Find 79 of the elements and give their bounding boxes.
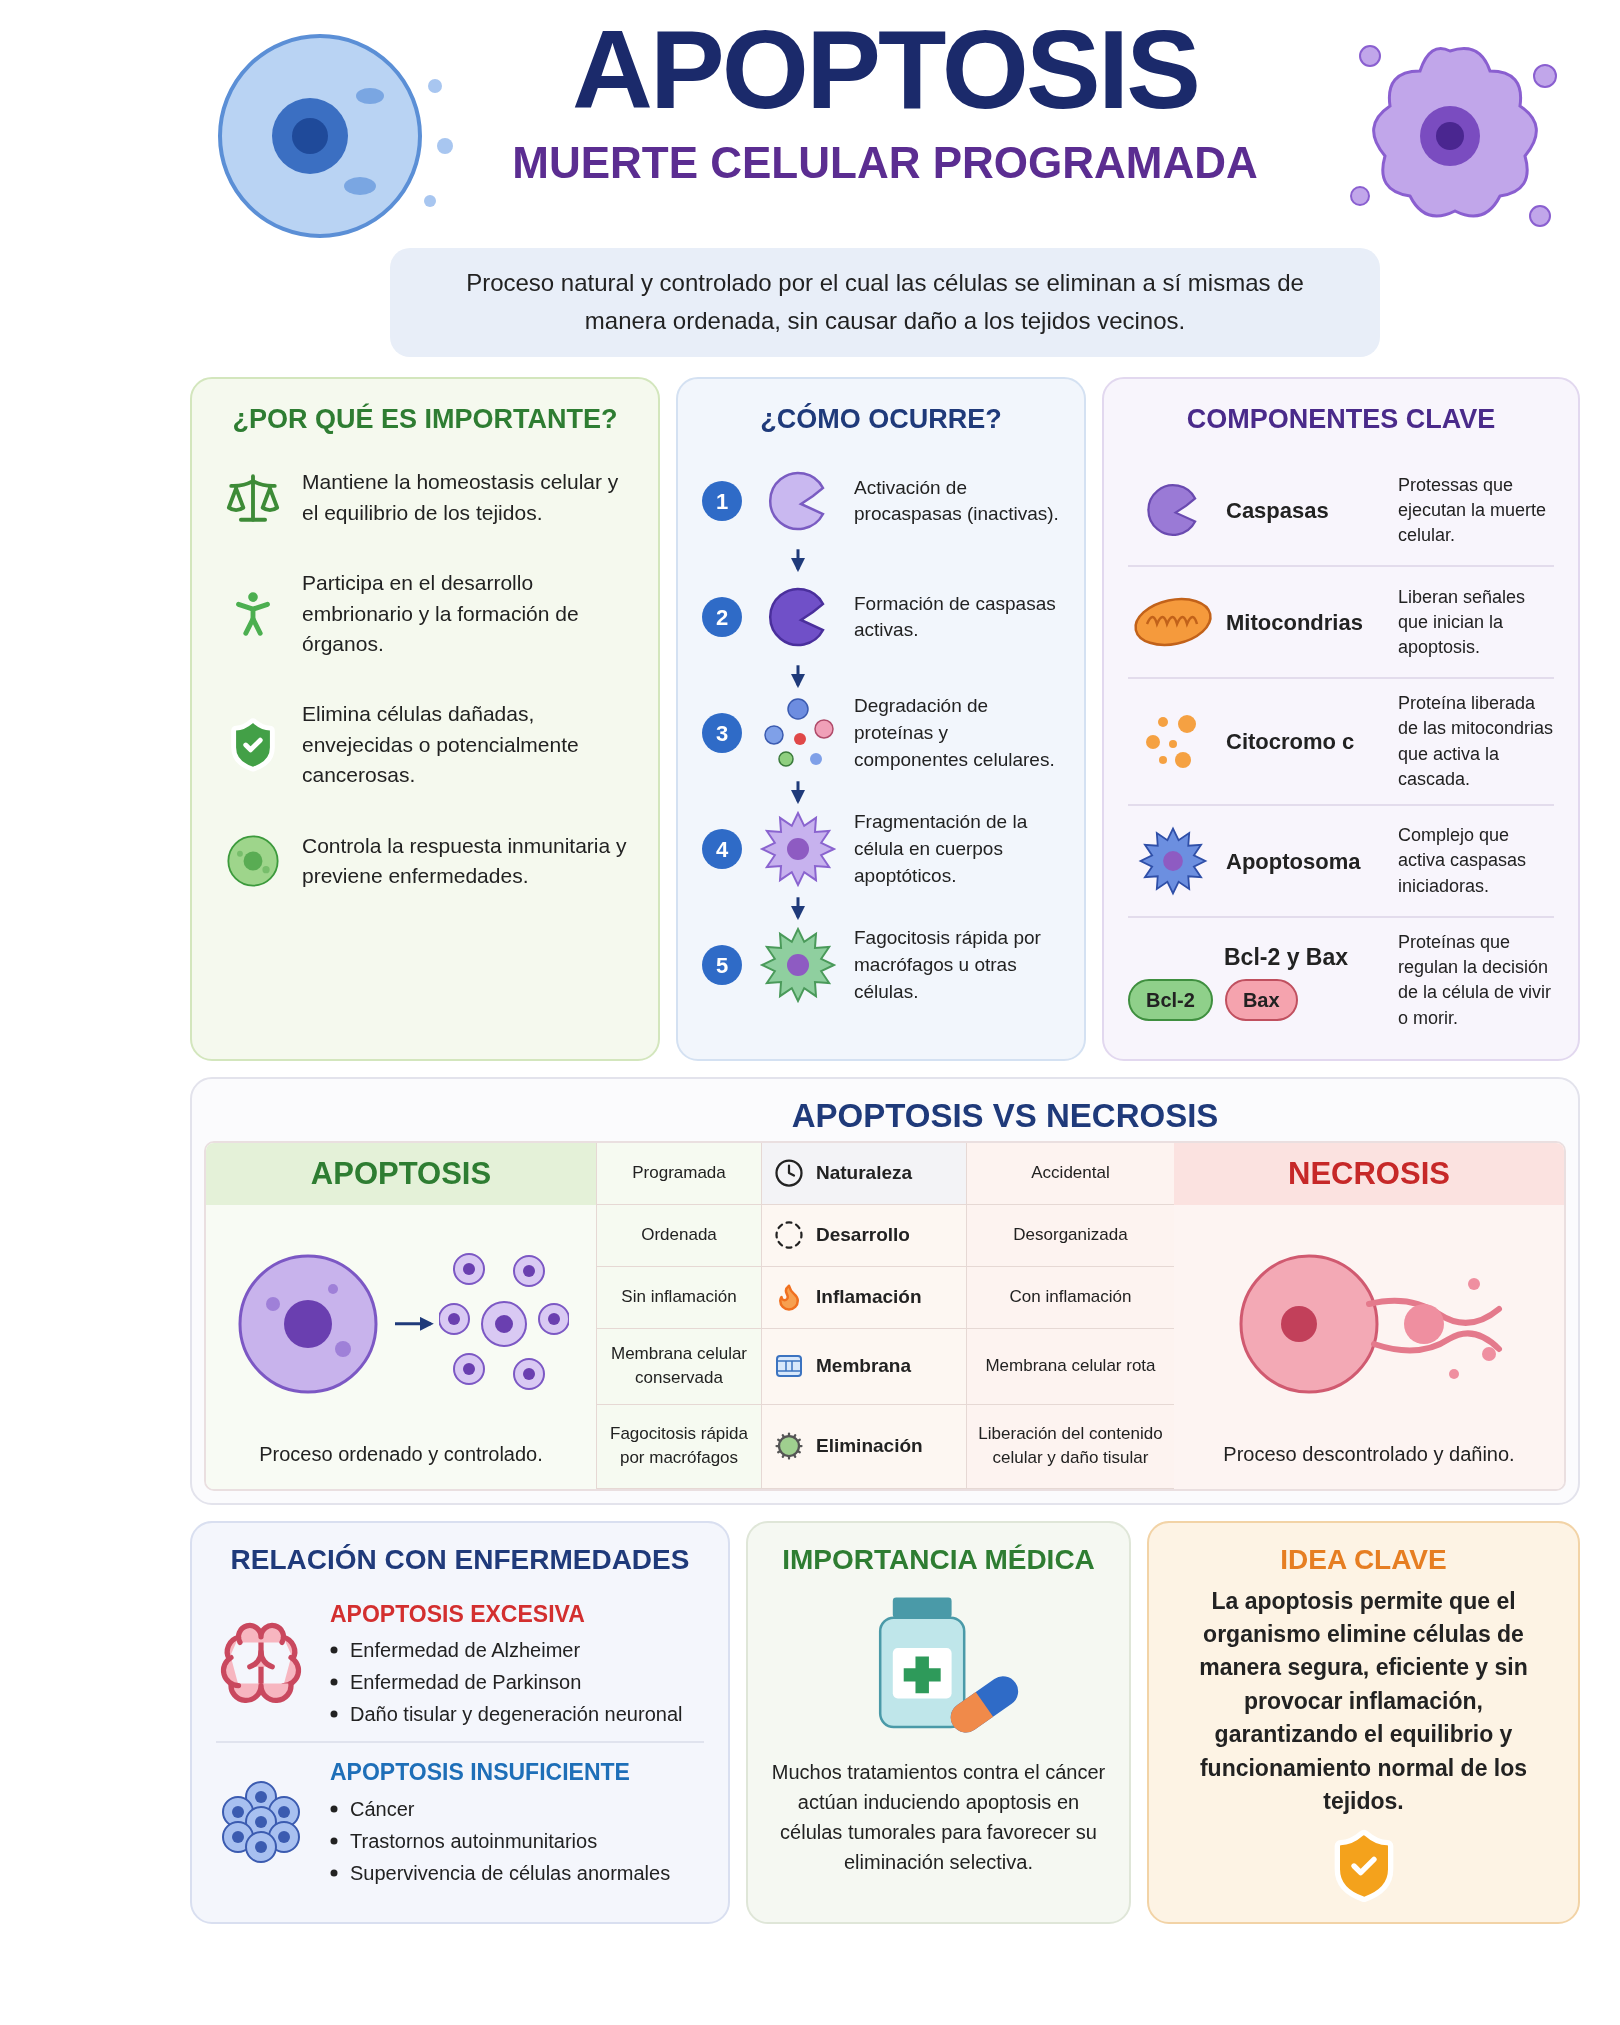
step-text: Degradación de proteínas y componentes celulares. <box>854 694 1056 772</box>
table-cell-text: Con inflamación <box>1009 1286 1132 1309</box>
table-cell-text: Ordenada <box>641 1224 717 1247</box>
component-name: Bcl-2 y Bax <box>1223 943 1348 973</box>
item-text: Mantiene la homeostasis celular y el equilibrio de los tejidos. <box>302 469 620 526</box>
component-name: Citocromo c <box>1226 728 1355 757</box>
intro-text: Proceso natural y controlado por el cual las células se eliminan a sí mismas de manera ordenada, sin causar daño a los tejidos vecinos. <box>465 268 1305 337</box>
subtitle: MUERTE CELULAR PROGRAMADA <box>512 137 1258 189</box>
panel-heading: ¿CÓMO OCURRE? <box>759 402 1003 436</box>
step-text: Fagocitosis rápida por macrófagos u otras células. <box>854 926 1042 1004</box>
list-item: Enfermedad de Alzheimer <box>350 1638 581 1664</box>
criterion-text: Inflamación <box>816 1285 922 1310</box>
item-text: Participa en el desarrollo embrionario y la formación de órganos. <box>302 570 580 658</box>
section-panel <box>676 376 1086 1061</box>
main-title: APOPTOSIS <box>571 14 1199 126</box>
criterion-text: Eliminación <box>816 1434 923 1459</box>
section-panel <box>190 376 660 1061</box>
table-cell-text: Membrana celular rota <box>985 1355 1156 1378</box>
comparison-panel <box>190 1076 1580 1505</box>
comparison-column <box>1174 1142 1564 1489</box>
criterion-text: Naturaleza <box>816 1161 913 1186</box>
arrow <box>791 665 805 689</box>
criterion-text: Membrana <box>816 1354 912 1379</box>
panel-heading: IDEA CLAVE <box>1280 1542 1447 1577</box>
comparison-column <box>206 1142 596 1489</box>
arrow <box>791 897 805 921</box>
step-number: 1 <box>702 481 742 522</box>
table-cell-text: Programada <box>632 1162 726 1185</box>
panel-text: Muchos tratamientos contra el cáncer actúan induciendo apoptosis en células tumorales para favorecer su eliminación selectiva. <box>770 1759 1107 1875</box>
component-description: Complejo que activa caspasas iniciadoras. <box>1398 824 1528 898</box>
table-cell-text: Membrana celular conservada <box>609 1343 749 1390</box>
component-name: Apoptosoma <box>1226 847 1361 876</box>
panel-text: La apoptosis permite que el organismo elimine células de manera segura, eficiente y sin provocar inflamación, garantizando el equilibrio y funcionamiento normal de los tejidos. <box>1198 1586 1529 1816</box>
section-panel <box>190 1520 730 1925</box>
protein-badge: Bax <box>1224 978 1298 1021</box>
section-panel <box>746 1520 1131 1925</box>
step-number: 5 <box>702 945 742 986</box>
component-description: Proteínas que regulan la decisión de la célula de vivir o morir. <box>1398 931 1553 1030</box>
component-description: Protessas que ejecutan la muerte celular. <box>1398 473 1548 547</box>
component-name: Mitocondrias <box>1226 608 1363 637</box>
table-cell-text: Desorganizada <box>1013 1224 1128 1247</box>
component-description: Liberan señales que inician la apoptosis. <box>1398 585 1527 659</box>
step-text: Fragmentación de la célula en cuerpos apoptóticos. <box>854 810 1029 888</box>
panel-heading: IMPORTANCIA MÉDICA <box>782 1542 1095 1577</box>
section-panel <box>1102 376 1580 1061</box>
component-name: Caspasas <box>1226 496 1329 525</box>
arrow <box>791 549 805 573</box>
step-number: 3 <box>702 713 742 754</box>
column-caption: Proceso ordenado y controlado. <box>258 1441 544 1467</box>
list-item: Daño tisular y degeneración neuronal <box>350 1702 683 1728</box>
section-panel <box>1147 1520 1580 1925</box>
table-cell-text: Liberación del contenido celular y daño tisular <box>977 1423 1164 1470</box>
item-text: Elimina células dañadas, envejecidas o potencialmente cancerosas. <box>302 701 580 789</box>
item-text: Controla la respuesta inmunitaria y previene enfermedades. <box>302 832 628 890</box>
table-cell-text: Sin inflamación <box>621 1286 737 1309</box>
list-item: Cáncer <box>350 1796 415 1822</box>
table-cell-text: Fagocitosis rápida por macrófagos <box>609 1423 749 1470</box>
step-number: 4 <box>702 829 742 870</box>
column-heading: APOPTOSIS <box>206 1142 596 1205</box>
component-description: Proteína liberada de las mitocondrias que activa la cascada. <box>1398 692 1554 791</box>
panel-heading: RELACIÓN CON ENFERMEDADES <box>229 1542 691 1577</box>
panel-heading: COMPONENTES CLAVE <box>1185 402 1497 436</box>
step-text: Formación de caspasas activas. <box>854 591 1057 643</box>
arrow <box>395 1316 434 1331</box>
list-item: Enfermedad de Parkinson <box>350 1670 582 1696</box>
column-caption: Proceso descontrolado y dañino. <box>1222 1441 1516 1467</box>
panel-heading: APOPTOSIS VS NECROSIS <box>790 1095 1220 1136</box>
criterion-text: Desarrollo <box>816 1223 910 1248</box>
arrow <box>791 781 805 805</box>
protein-badge: Bcl-2 <box>1128 978 1213 1021</box>
list-item: Trastornos autoinmunitarios <box>350 1828 598 1854</box>
group-heading: APOPTOSIS EXCESIVA <box>330 1599 586 1629</box>
column-heading: NECROSIS <box>1174 1142 1564 1205</box>
group-heading: APOPTOSIS INSUFICIENTE <box>330 1758 631 1788</box>
list-item: Supervivencia de células anormales <box>350 1860 671 1886</box>
table-cell-text: Accidental <box>1031 1162 1110 1185</box>
step-text: Activación de procaspasas (inactivas). <box>854 475 1060 527</box>
step-number: 2 <box>702 597 742 638</box>
panel-heading: ¿POR QUÉ ES IMPORTANTE? <box>231 402 619 436</box>
